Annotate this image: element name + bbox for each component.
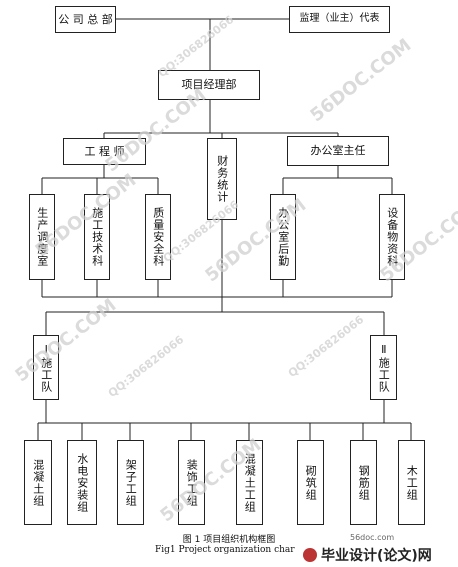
dept-production-box: 生产调度室 xyxy=(29,194,55,280)
group-box: 砌筑组 xyxy=(297,440,324,525)
figure-caption-cn: 图 1 项目组织机构框图 xyxy=(182,535,276,545)
office-head-box: 办公室主任 xyxy=(287,136,389,166)
company-hq-box: 公 司 总 部 xyxy=(55,6,116,33)
footer-logo: 毕业设计(论文)网 xyxy=(303,545,432,565)
finance-box: 财务统计 xyxy=(207,138,237,220)
team-2-box: Ⅱ施工队 xyxy=(370,335,397,400)
group-box: 架子工组 xyxy=(117,440,144,525)
group-box: 装饰工组 xyxy=(178,440,205,525)
group-box: 水电安装组 xyxy=(67,440,97,525)
group-box: 混凝土组 xyxy=(24,440,52,525)
footer-url: 56doc.com xyxy=(350,533,395,542)
footer-logo-text: 毕业设计(论文)网 xyxy=(321,548,432,564)
dept-office-admin-box: 办公室后勤 xyxy=(270,194,296,280)
gear-icon xyxy=(303,548,317,562)
team-1-box: Ⅰ施工队 xyxy=(33,335,59,400)
supervisor-box: 监理（业主）代表 xyxy=(289,6,390,33)
project-manager-box: 项目经理部 xyxy=(158,70,260,100)
group-box: 木工组 xyxy=(398,440,425,525)
group-box: 混凝土工组 xyxy=(236,440,263,525)
dept-construction-tech-box: 施工技术科 xyxy=(84,194,110,280)
engineer-box: 工 程 师 xyxy=(63,138,146,165)
figure-caption-en: Fig1 Project organization char xyxy=(155,545,295,555)
group-box: 钢筋组 xyxy=(350,440,377,525)
dept-quality-safety-box: 质量安全科 xyxy=(145,194,171,280)
dept-equipment-materials-box: 设备物资科 xyxy=(379,194,405,280)
